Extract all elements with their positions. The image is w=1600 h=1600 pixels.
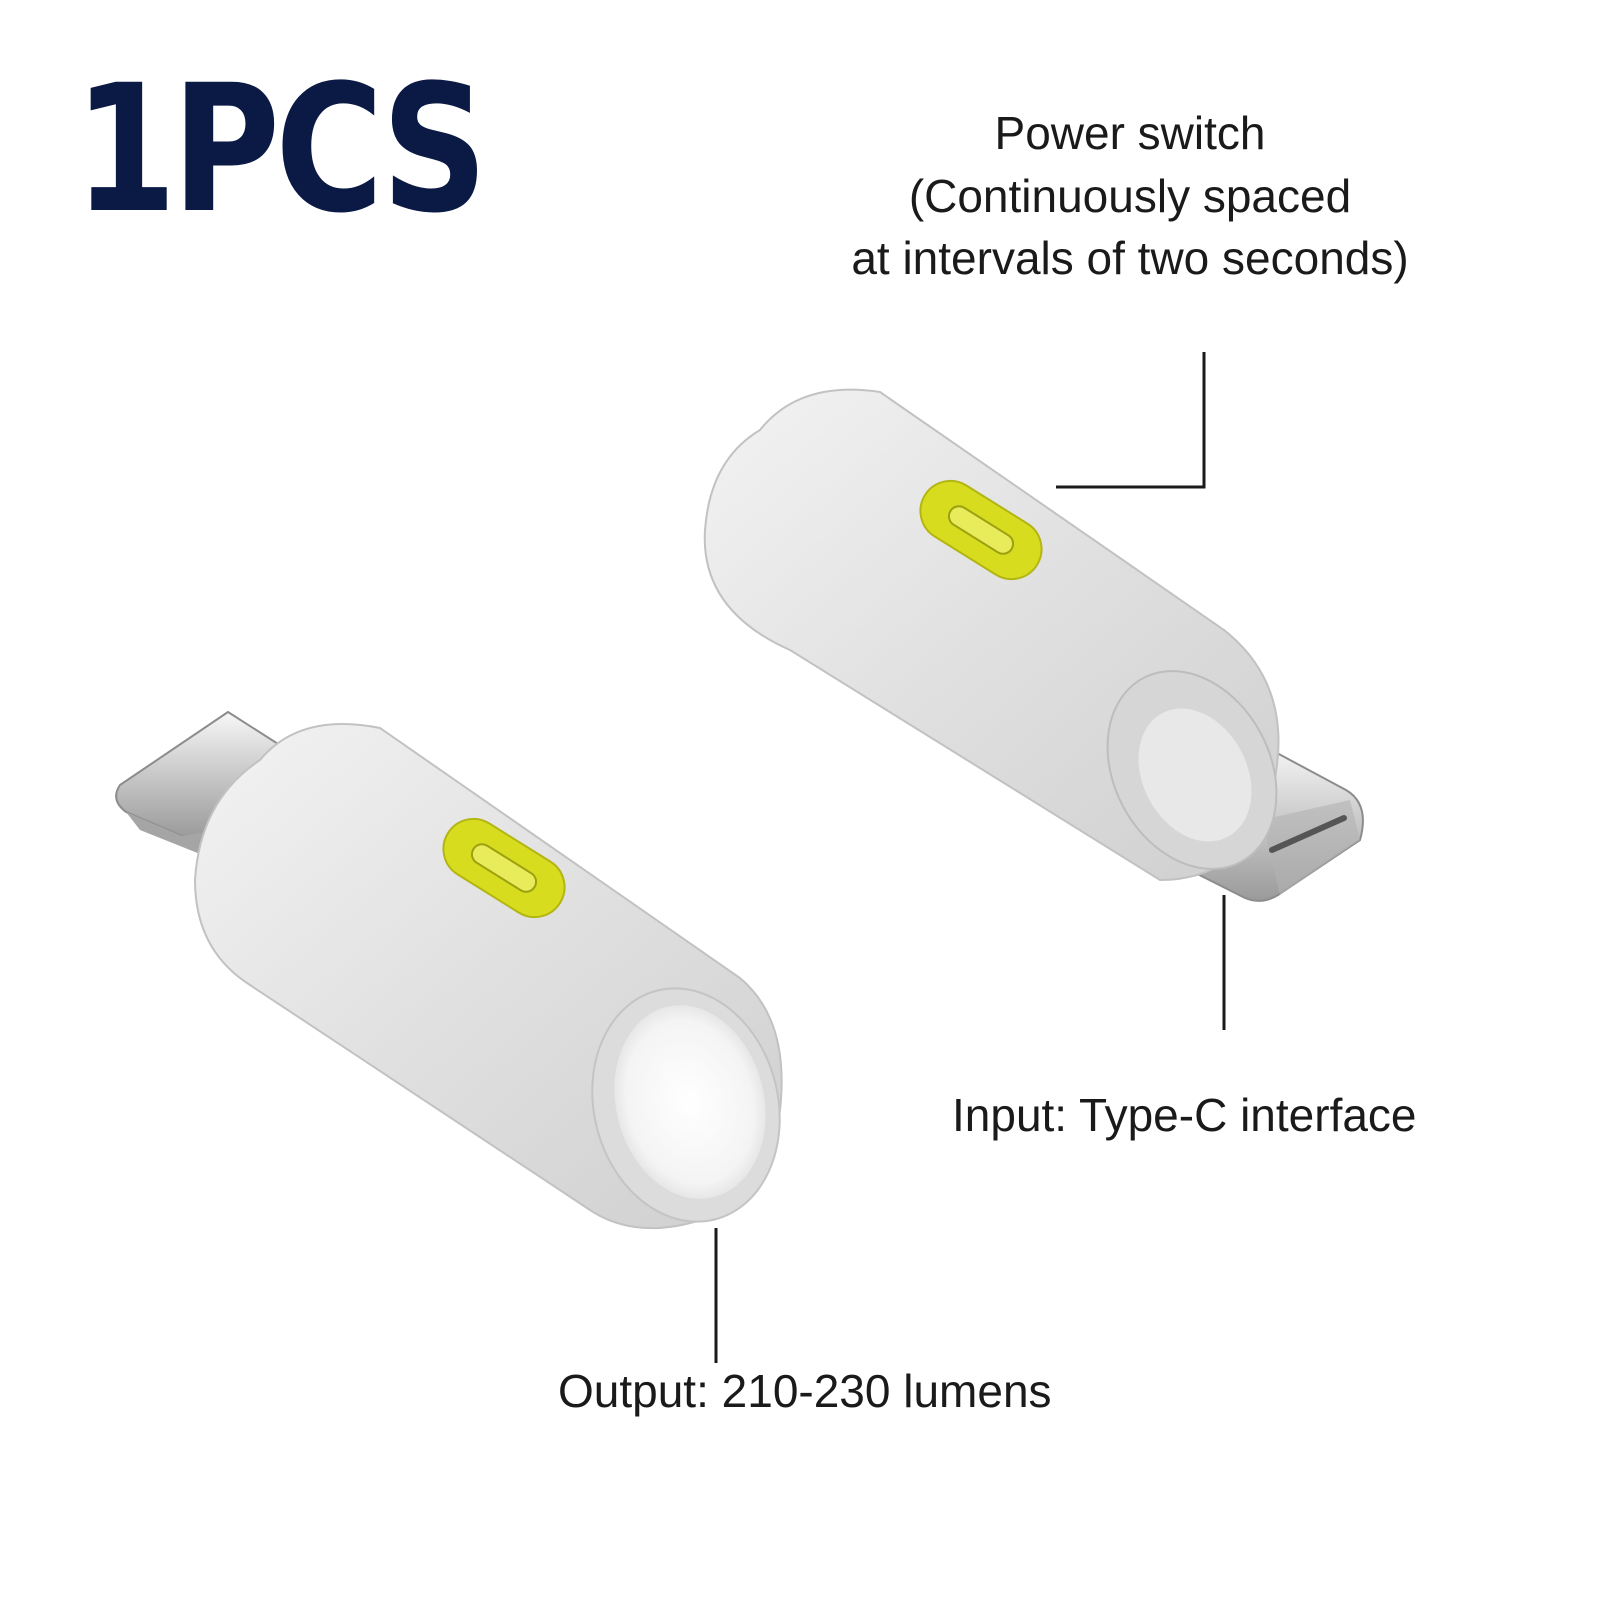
power-switch-line-2: (Continuously spaced [908, 169, 1352, 222]
leader-lines [714, 352, 1226, 1363]
power-switch-line-1: Power switch [994, 107, 1266, 159]
output-callout: Output: 210-230 lumens [558, 1365, 1052, 1417]
power-switch-button-icon [919, 479, 1043, 581]
power-switch-line-3: at intervals of two seconds) [851, 232, 1409, 285]
input-callout: Input: Type-C interface [952, 1089, 1417, 1141]
quantity-badge: 1PCS [74, 47, 488, 252]
flashlight-lower [115, 710, 783, 1230]
power-switch-button-icon-lower [442, 817, 566, 919]
power-switch-leader [1056, 352, 1206, 489]
flashlight-upper [703, 388, 1364, 902]
power-switch-callout: Power switch (Continuously spaced at int… [760, 102, 1500, 290]
